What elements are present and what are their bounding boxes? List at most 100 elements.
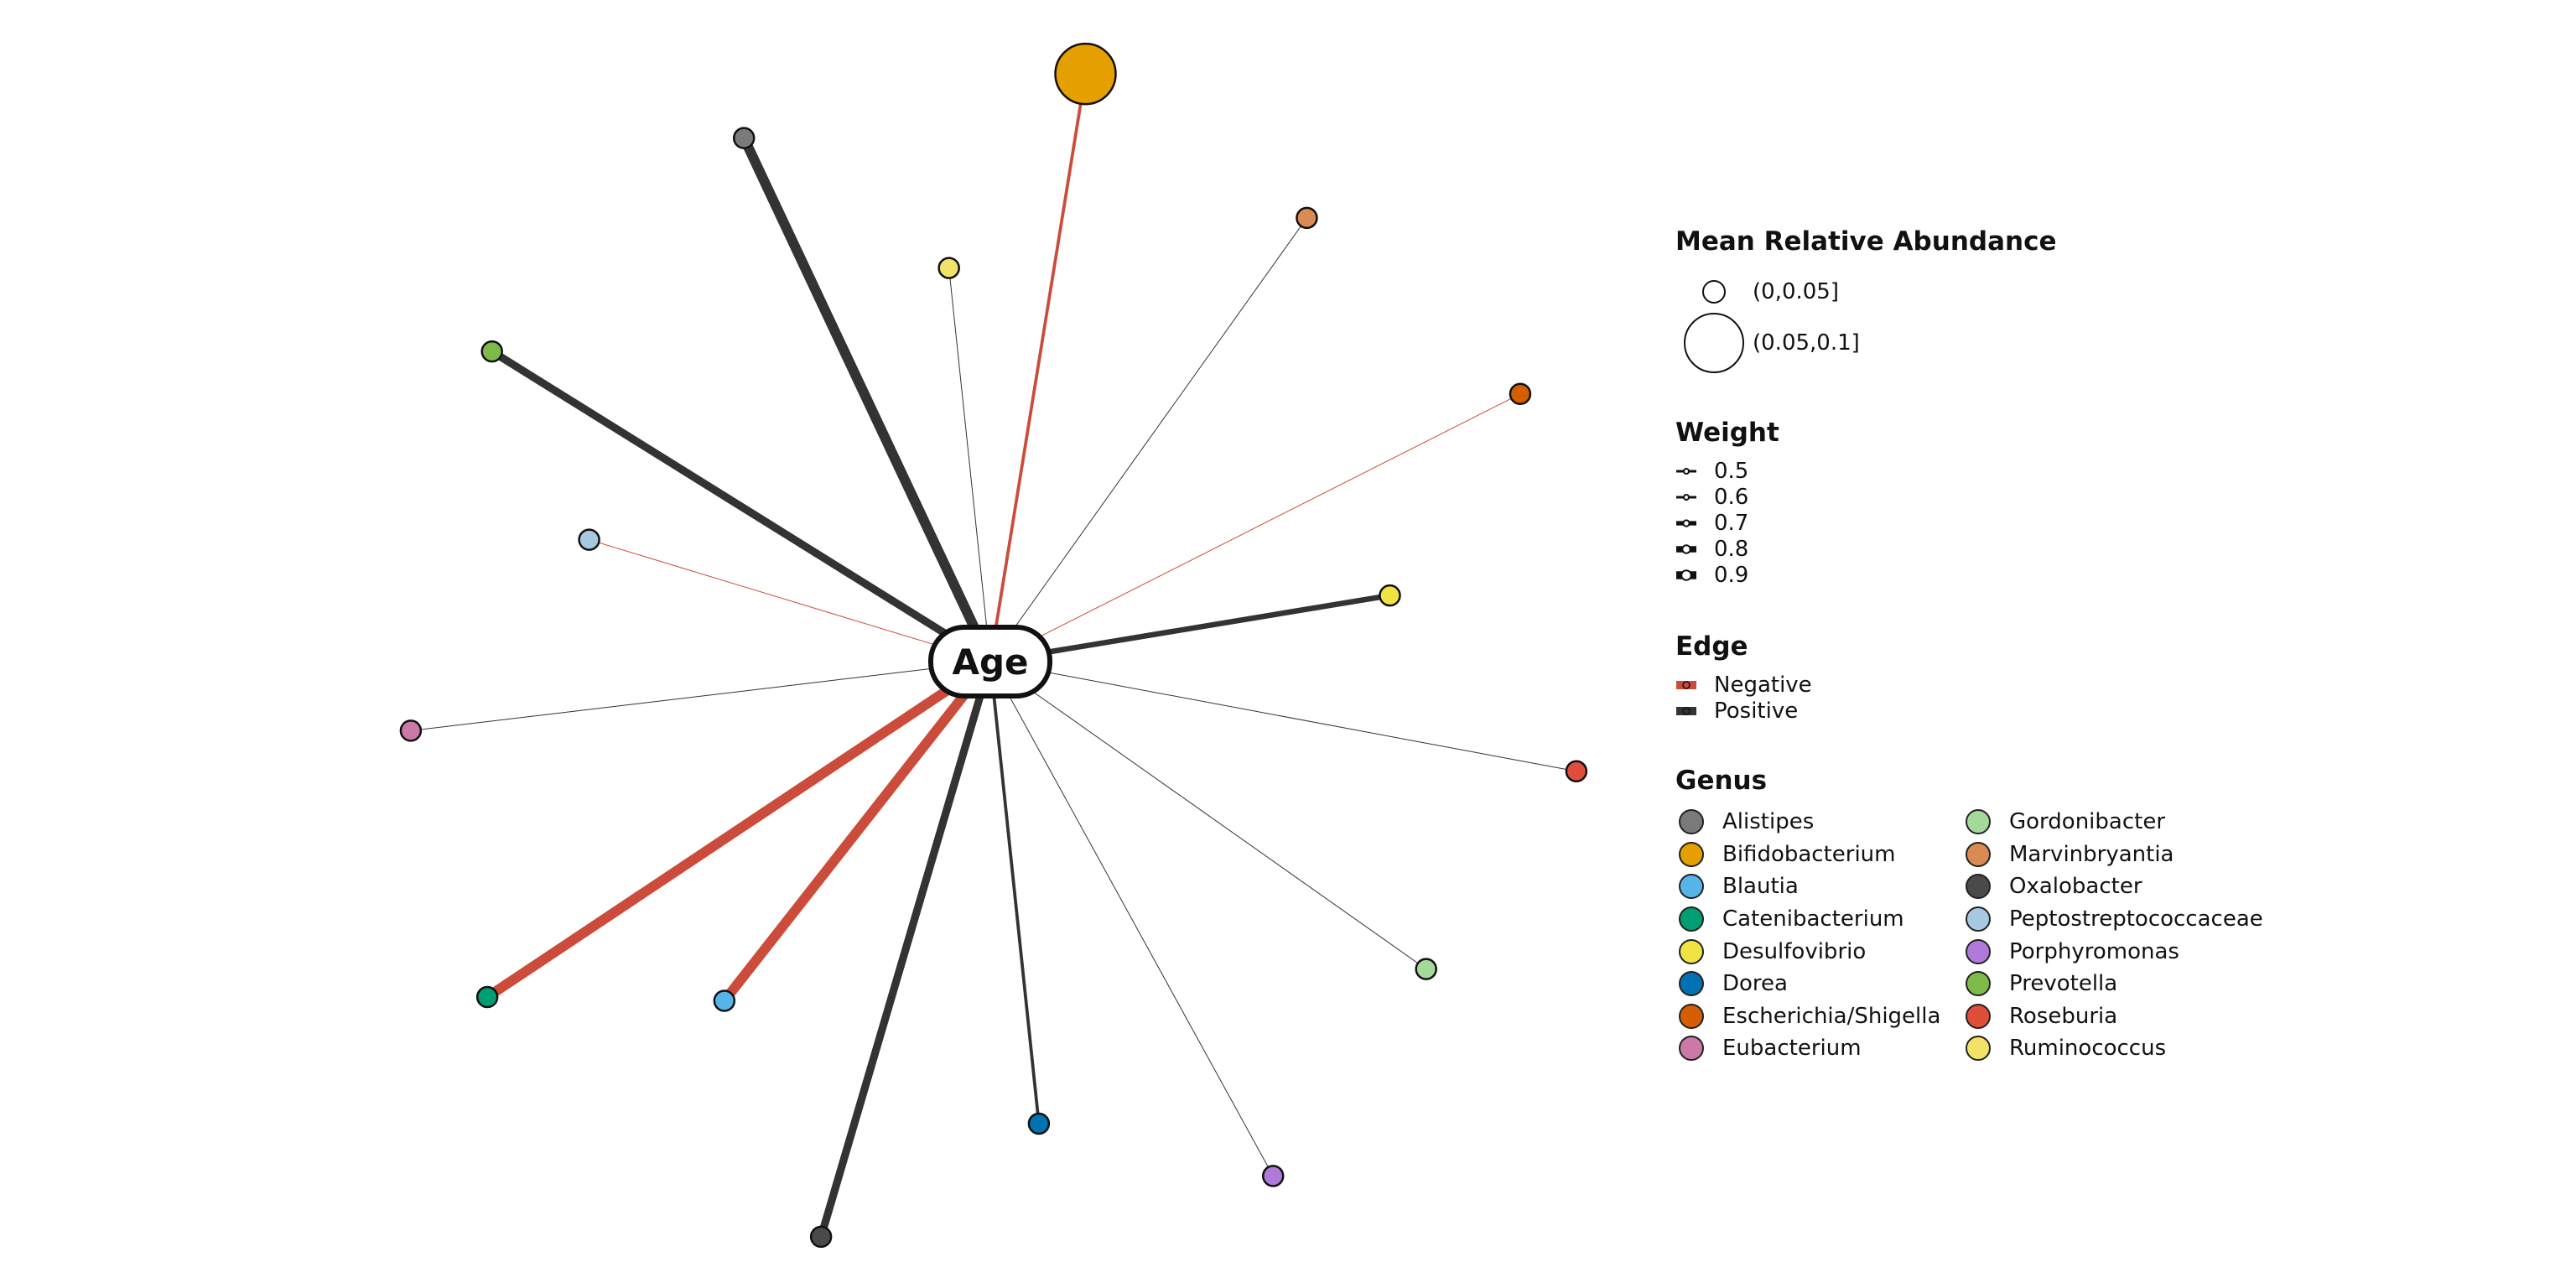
legend-abundance-label: (0.05,0.1] xyxy=(1753,330,1860,356)
edge-porphyromonas xyxy=(989,661,1274,1176)
weight-line-icon xyxy=(1676,493,1696,501)
genus-swatch-icon xyxy=(1679,971,1704,997)
weight-line-icon xyxy=(1676,569,1696,581)
node-porphyromonas[interactable] xyxy=(1261,1165,1285,1187)
weight-line-icon xyxy=(1676,543,1696,554)
edge-ruminococcus xyxy=(948,267,991,662)
network-diagram: Age xyxy=(399,42,1588,1249)
legend-weight-label: 0.9 xyxy=(1714,562,1749,588)
node-catenibacterium[interactable] xyxy=(475,985,499,1009)
edge-dorea xyxy=(989,661,1041,1124)
edge-marvinbryantia xyxy=(989,217,1307,662)
legend-abundance-title: Mean Relative Abundance xyxy=(1675,226,2057,257)
edge-line-icon xyxy=(1676,680,1696,689)
legend-genus-label: Bifidobacterium xyxy=(1722,841,1896,867)
genus-swatch-icon xyxy=(1966,971,1991,997)
edge-catenibacterium xyxy=(484,657,994,1002)
node-blautia[interactable] xyxy=(713,989,736,1012)
edge-alistipes xyxy=(739,136,995,664)
center-node-box xyxy=(928,625,1052,699)
genus-swatch-icon xyxy=(1679,1036,1704,1062)
node-escherichia-shigella[interactable] xyxy=(1509,382,1532,406)
legend-genus-label: Dorea xyxy=(1722,971,1788,997)
node-peptostreptococcaceae[interactable] xyxy=(578,528,600,551)
node-bifidobacterium[interactable] xyxy=(1054,42,1117,106)
edge-roseburia xyxy=(989,661,1576,772)
genus-swatch-icon xyxy=(1679,841,1704,867)
large-circle-icon xyxy=(1684,313,1744,373)
genus-swatch-icon xyxy=(1679,874,1704,900)
genus-swatch-icon xyxy=(1966,1003,1991,1029)
node-oxalobacter[interactable] xyxy=(809,1225,833,1249)
node-alistipes[interactable] xyxy=(732,127,756,149)
edge-oxalobacter xyxy=(817,660,995,1239)
legend-weight-label: 0.5 xyxy=(1714,458,1749,484)
legend-edge-label: Negative xyxy=(1714,672,1812,698)
node-gordonibacter[interactable] xyxy=(1415,958,1437,980)
legend-genus-item-blautia: Blautia xyxy=(1675,870,1962,903)
legend-weight-item: 0.6 xyxy=(1675,484,2313,510)
legend-genus-item-marvinbryantia: Marvinbryantia xyxy=(1962,839,2298,871)
legend-genus-item-gordonibacter: Gordonibacter xyxy=(1962,806,2298,839)
center-node[interactable]: Age xyxy=(928,625,1052,699)
legend-genus-item-prevotella: Prevotella xyxy=(1962,968,2298,1000)
legend-weight-item: 0.7 xyxy=(1675,510,2313,536)
nodes-layer xyxy=(399,42,1588,1249)
legend-genus-label: Marvinbryantia xyxy=(2009,841,2174,867)
legend-weight-label: 0.7 xyxy=(1714,510,1749,536)
edge-gordonibacter xyxy=(989,661,1426,970)
legend-weight-item: 0.8 xyxy=(1675,536,2313,562)
legend-weight-item: 0.5 xyxy=(1675,458,2313,484)
genus-swatch-icon xyxy=(1966,809,1991,835)
node-prevotella[interactable] xyxy=(480,340,503,363)
legend-genus-label: Prevotella xyxy=(2009,971,2118,997)
center-node-label: Age xyxy=(952,641,1028,683)
legend-genus-label: Blautia xyxy=(1722,874,1799,900)
genus-swatch-icon xyxy=(1679,1003,1704,1029)
edges-layer xyxy=(410,73,1576,1239)
genus-swatch-icon xyxy=(1679,938,1704,964)
weight-line-icon xyxy=(1676,467,1696,475)
legend-genus-title: Genus xyxy=(1675,766,1768,796)
legend-genus-item-escherichia-shigella: Escherichia/Shigella xyxy=(1675,1000,1962,1033)
legend-genus-item-dorea: Dorea xyxy=(1675,968,1962,1000)
legend-edge-title: Edge xyxy=(1675,631,1748,662)
node-eubacterium[interactable] xyxy=(399,719,423,742)
legend-edge-item: Negative xyxy=(1675,672,2313,698)
legend-genus-item-peptostreptococcaceae: Peptostreptococcaceae xyxy=(1962,903,2298,936)
edge-blautia xyxy=(720,658,995,1005)
legend-weight-label: 0.6 xyxy=(1714,484,1749,510)
legend-genus-label: Porphyromonas xyxy=(2009,938,2179,964)
legend-genus-label: Peptostreptococcaceae xyxy=(2009,906,2263,932)
legend-weight-item: 0.9 xyxy=(1675,562,2313,588)
legend-edge-label: Positive xyxy=(1714,698,1799,724)
genus-swatch-icon xyxy=(1966,906,1991,932)
edge-peptostreptococcaceae xyxy=(589,539,991,662)
node-roseburia[interactable] xyxy=(1565,760,1588,783)
edge-prevotella xyxy=(490,348,993,665)
legend-genus-label: Oxalobacter xyxy=(2009,874,2142,900)
legend-genus-label: Escherichia/Shigella xyxy=(1722,1003,1941,1029)
legend-genus-label: Ruminococcus xyxy=(2009,1036,2167,1062)
edge-escherichia-shigella xyxy=(989,393,1521,662)
node-dorea[interactable] xyxy=(1027,1112,1051,1135)
edge-desulfovibrio xyxy=(989,592,1391,665)
genus-swatch-icon xyxy=(1679,906,1704,932)
node-desulfovibrio[interactable] xyxy=(1379,584,1401,607)
legend-abundance-item-large: (0.05,0.1] xyxy=(1675,313,2313,373)
legend-abundance-label: (0,0.05] xyxy=(1753,279,1839,304)
legend-genus-item-ruminococcus: Ruminococcus xyxy=(1962,1032,2298,1065)
legend-genus-item-alistipes: Alistipes xyxy=(1675,806,1962,839)
legend-genus-item-roseburia: Roseburia xyxy=(1962,1000,2298,1033)
small-circle-icon xyxy=(1702,280,1726,304)
legend: Mean Relative Abundance (0,0.05] (0.05,0… xyxy=(1675,226,2313,1114)
genus-swatch-icon xyxy=(1966,874,1991,900)
legend-genus-item-catenibacterium: Catenibacterium xyxy=(1675,903,1962,936)
edge-line-icon xyxy=(1676,706,1696,715)
node-marvinbryantia[interactable] xyxy=(1296,206,1318,230)
legend-abundance-item-small: (0,0.05] xyxy=(1675,267,2313,317)
legend-genus-label: Eubacterium xyxy=(1722,1036,1862,1062)
node-ruminococcus[interactable] xyxy=(937,257,960,279)
